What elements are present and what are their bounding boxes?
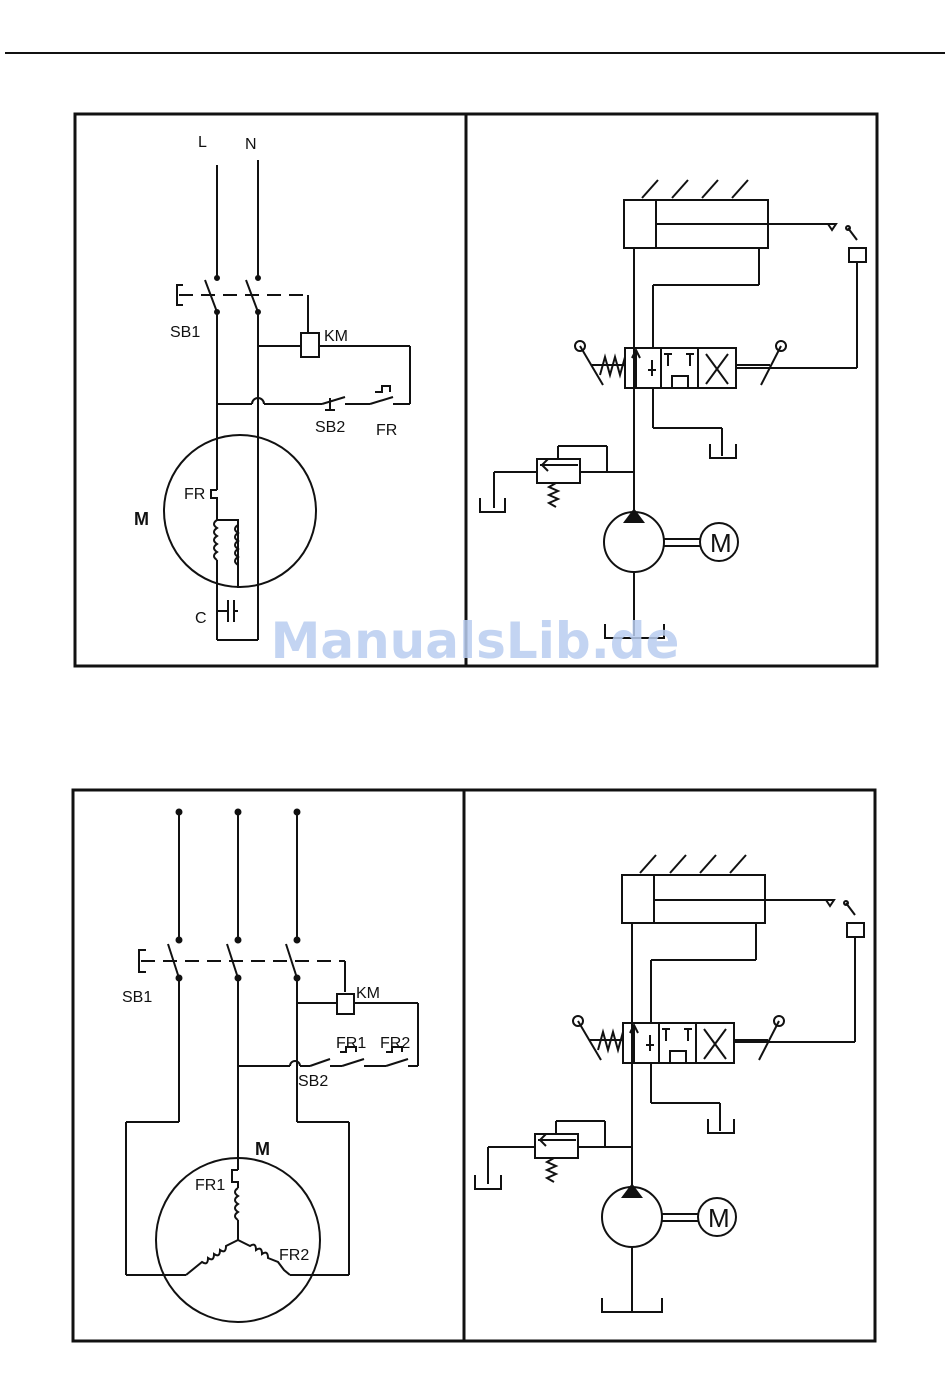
label-motor-fr2: FR2: [279, 1247, 309, 1264]
label-contactor-km-2: KM: [356, 985, 380, 1002]
electrical-circuit-1: [164, 160, 410, 640]
contactor-coil-km-2: [337, 994, 354, 1014]
label-motor-fr: FR: [184, 486, 205, 503]
label-switch-sb1: SB1: [170, 324, 200, 341]
label-switch-sb1-2: SB1: [122, 989, 152, 1006]
label-relay-fr2: FR2: [380, 1035, 410, 1052]
limit-switch: [849, 248, 866, 262]
figure2-frame: [73, 790, 875, 1341]
figure1-frame: [75, 114, 877, 666]
hydraulic-circuit-2: [475, 855, 864, 1312]
label-pump-motor-m: M: [710, 528, 732, 558]
label-stop-sb2-2: SB2: [298, 1073, 328, 1090]
label-relay-fr1: FR1: [336, 1035, 366, 1052]
label-pump-motor-m-2: M: [708, 1203, 730, 1233]
electrical-circuit-2: [126, 810, 418, 1323]
label-stop-sb2: SB2: [315, 419, 345, 436]
motor-circle: [164, 435, 316, 587]
label-motor-m: M: [134, 509, 149, 529]
watermark: ManualsLib.de: [0, 612, 950, 670]
label-contactor-km: KM: [324, 328, 348, 345]
figure-three-phase: [73, 790, 875, 1341]
label-motor-fr1: FR1: [195, 1177, 225, 1194]
contactor-coil-km: [301, 333, 319, 357]
directional-valve: [625, 348, 736, 388]
label-line-l: L: [198, 134, 207, 151]
figure-single-phase: [75, 114, 877, 666]
label-motor-m-2: M: [255, 1139, 270, 1159]
label-thermal-fr: FR: [376, 422, 397, 439]
label-neutral-n: N: [245, 136, 257, 153]
hydraulic-circuit-1: [480, 180, 866, 638]
directional-valve-2: [623, 1023, 734, 1063]
limit-switch-2: [847, 923, 864, 937]
